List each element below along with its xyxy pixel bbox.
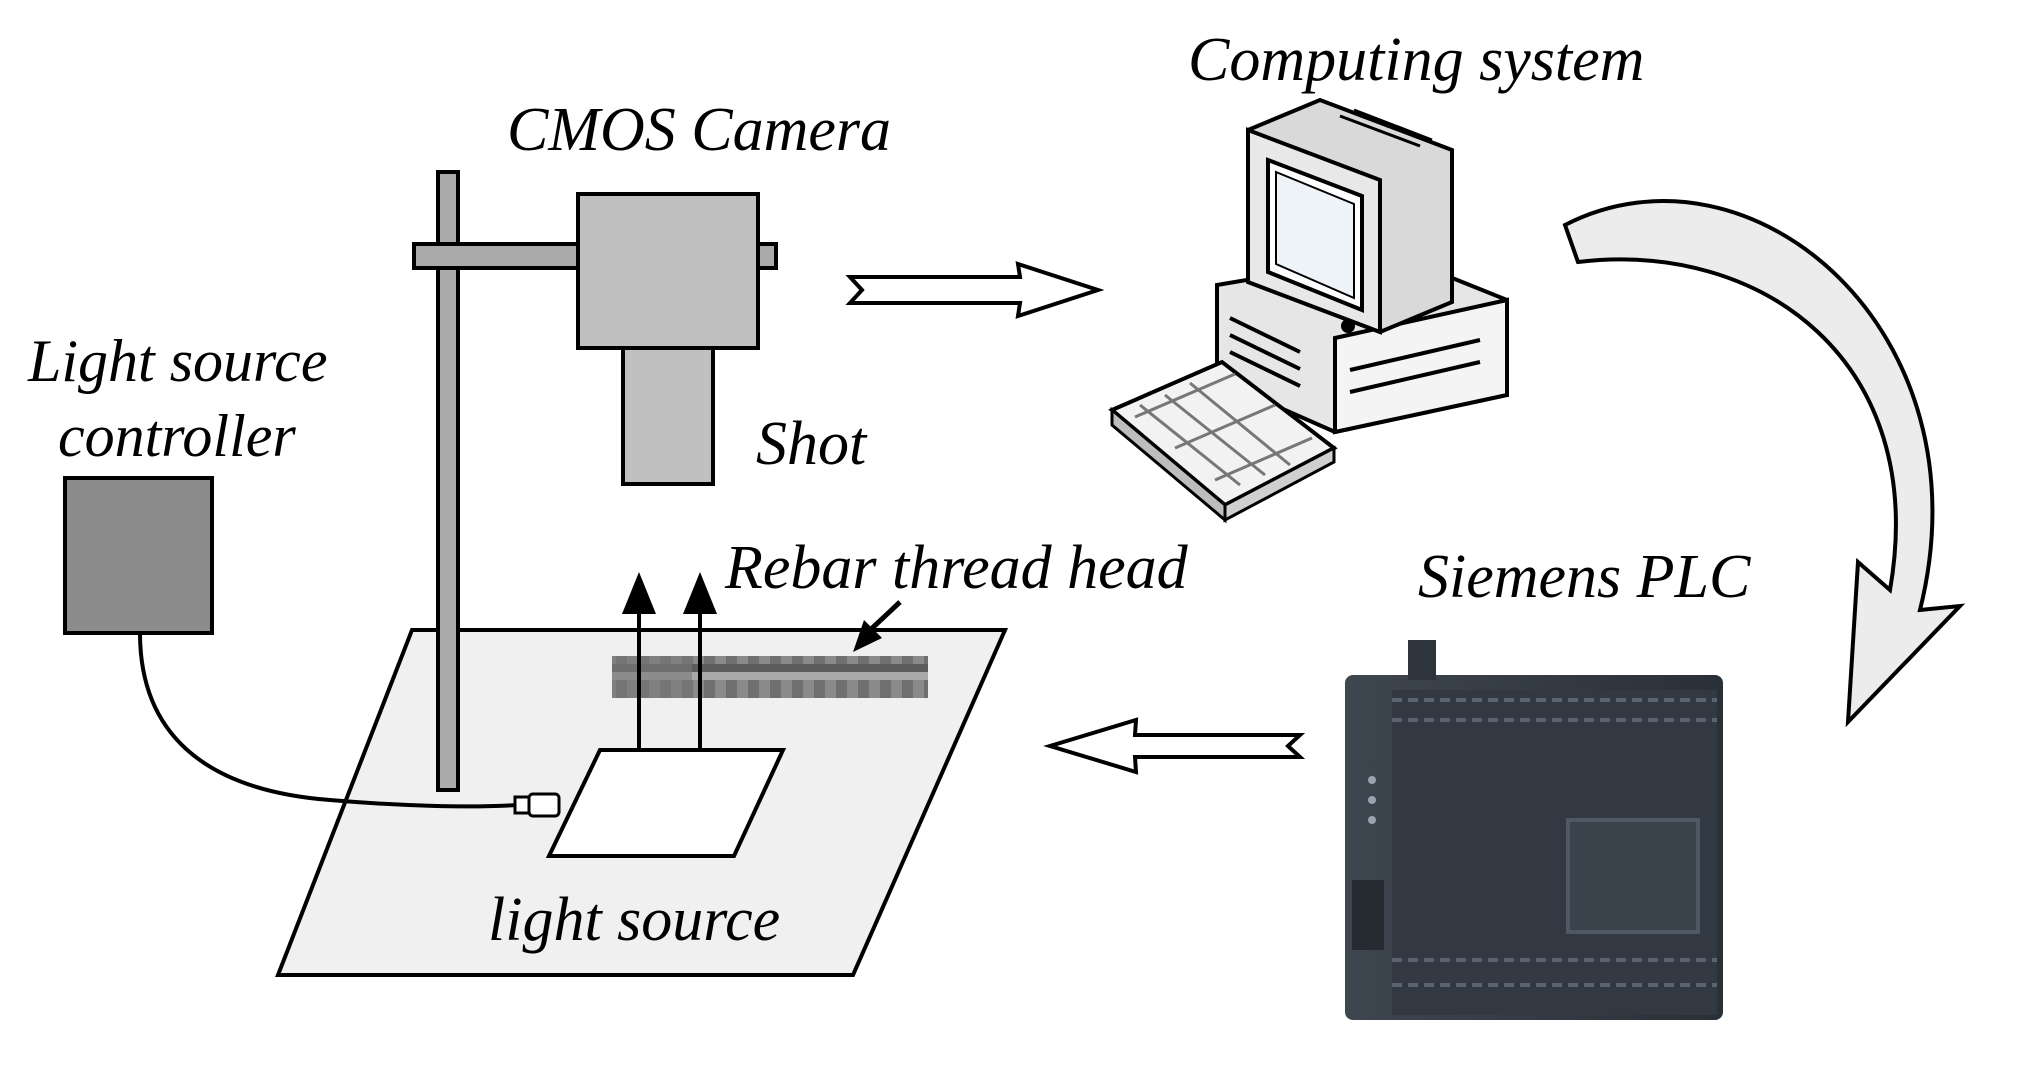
camera-label: CMOS Camera bbox=[507, 96, 892, 164]
light-source-controller-label-line1: Light source bbox=[28, 328, 328, 394]
light-source-controller bbox=[63, 476, 214, 635]
rebar-pointer-arrow bbox=[853, 600, 902, 652]
siemens-plc bbox=[1345, 640, 1723, 1020]
plc-label: Siemens PLC bbox=[1418, 543, 1751, 611]
cable-connector bbox=[513, 792, 561, 818]
cmos-camera bbox=[576, 192, 760, 486]
controller-cable bbox=[138, 632, 519, 809]
light-source bbox=[545, 748, 787, 858]
camera-stand-pole bbox=[436, 170, 460, 792]
light-source-label: light source bbox=[488, 886, 781, 954]
computer-icon bbox=[1108, 97, 1509, 524]
light-rays bbox=[622, 572, 717, 750]
camera-to-computer-arrow bbox=[845, 261, 1105, 319]
computer-label: Computing system bbox=[1188, 26, 1645, 94]
plc-to-light-arrow bbox=[1043, 717, 1306, 775]
shot-label: Shot bbox=[756, 410, 867, 478]
rebar-thread-head-label: Rebar thread head bbox=[725, 534, 1188, 602]
light-source-controller-label-line2: controller bbox=[58, 403, 296, 469]
rebar-thread-head bbox=[612, 656, 928, 698]
computer-to-plc-arrow bbox=[1562, 199, 1966, 728]
